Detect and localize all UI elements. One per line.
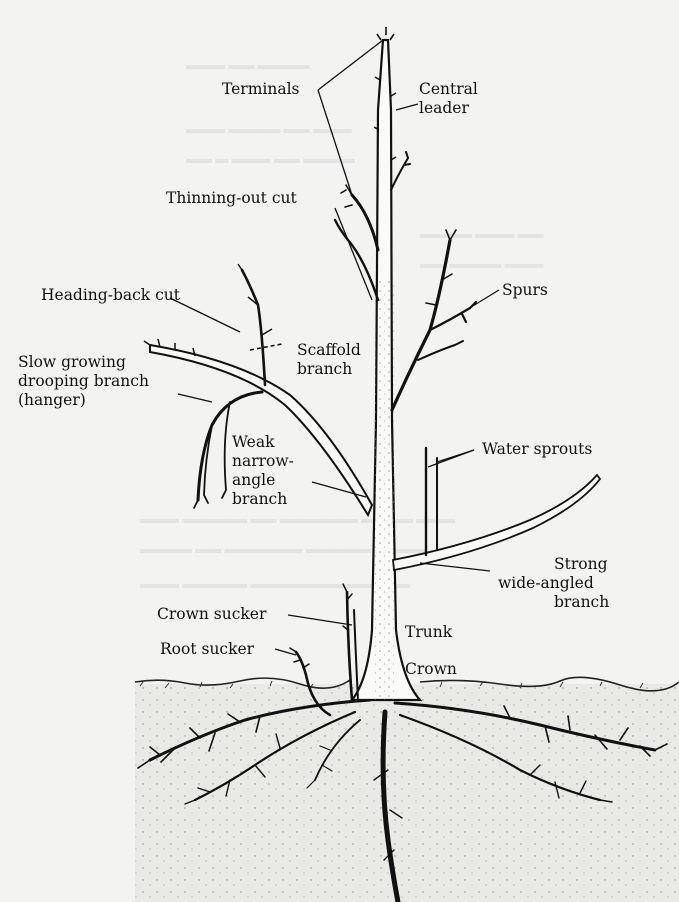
label-weak-line4: branch [232, 490, 294, 509]
label-hanger-line2: drooping branch [18, 372, 149, 391]
label-heading-back-cut: Heading-back cut [41, 286, 180, 305]
label-scaffold-branch: Scaffold branch [297, 341, 361, 379]
label-scaffold-line1: Scaffold [297, 341, 361, 360]
label-thinning-out-cut: Thinning-out cut [166, 189, 297, 208]
label-weak-line3: angle [232, 471, 294, 490]
label-strong-wide-angled-branch: Strong wide-angled branch [498, 555, 609, 612]
label-hanger-line1: Slow growing [18, 353, 149, 372]
label-hanger: Slow growing drooping branch (hanger) [18, 353, 149, 410]
label-central-leader-line1: Central [419, 80, 478, 99]
upper-left-branch [335, 185, 378, 300]
label-trunk: Trunk [405, 623, 452, 642]
label-strong-line1: Strong [498, 555, 609, 574]
label-crown: Crown [405, 660, 457, 679]
label-central-leader: Central leader [419, 80, 478, 118]
label-weak-line2: narrow- [232, 452, 294, 471]
spurs-branch [392, 230, 476, 410]
label-hanger-line3: (hanger) [18, 391, 149, 410]
heading-back-cut-mark [250, 344, 282, 350]
label-spurs: Spurs [502, 281, 548, 300]
label-weak-narrow-angle-branch: Weak narrow- angle branch [232, 433, 294, 509]
label-weak-line1: Weak [232, 433, 294, 452]
label-scaffold-line2: branch [297, 360, 361, 379]
label-crown-sucker: Crown sucker [157, 605, 266, 624]
label-water-sprouts: Water sprouts [482, 440, 592, 459]
label-strong-line2: wide-angled [498, 574, 609, 593]
label-terminals: Terminals [222, 80, 300, 99]
label-root-sucker: Root sucker [160, 640, 254, 659]
label-central-leader-line2: leader [419, 99, 478, 118]
label-strong-line3: branch [498, 593, 609, 612]
